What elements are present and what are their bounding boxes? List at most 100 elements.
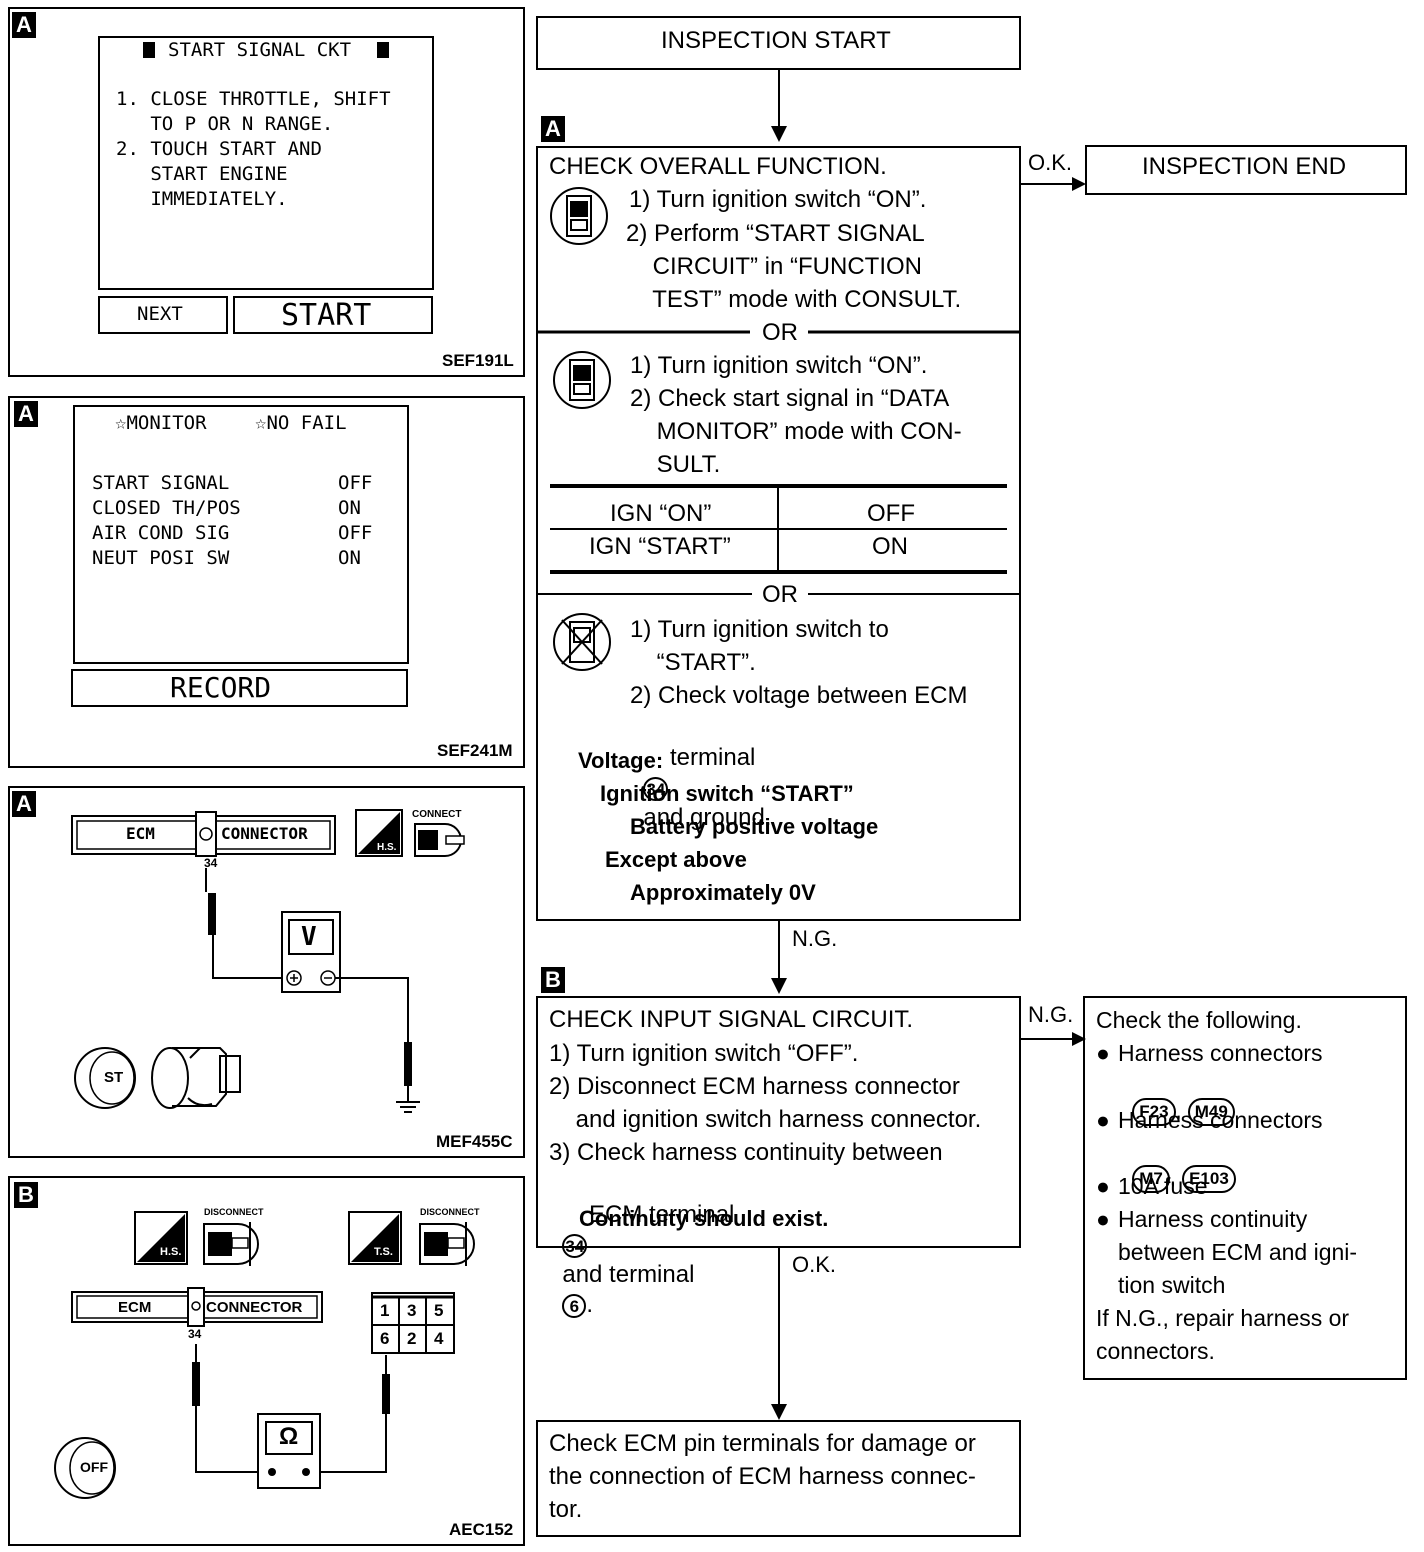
disconnect-label-b: DISCONNECT (420, 1207, 480, 1217)
start-button[interactable]: START (281, 298, 372, 333)
screen-title-block-left (143, 42, 155, 58)
ng-item-3: 10A fuse (1118, 1173, 1208, 1199)
table-r1-c1: IGN “ON” (610, 500, 712, 527)
final-l2: the connection of ECM harness connec- (549, 1463, 976, 1490)
check-a-opt3-l5: and ground. (643, 804, 772, 831)
inspection-start: INSPECTION START (661, 27, 891, 54)
pin-5: 5 (434, 1301, 444, 1320)
record-button[interactable]: RECORD (170, 671, 272, 704)
screen-line-2: TO P OR N RANGE. (116, 113, 334, 135)
terminal-34-circle-a: 34 (643, 776, 669, 801)
ok-label-bottom: O.K. (792, 1252, 837, 1277)
final-l3: tor. (549, 1496, 583, 1523)
pin-2: 2 (407, 1329, 417, 1348)
ng-conn-row-2: M7, E103 (1120, 1139, 1236, 1194)
starter-motor-sketch (151, 1047, 241, 1109)
inspection-end: INSPECTION END (1142, 153, 1347, 180)
panel-frame-1 (8, 7, 525, 377)
monitor-row-name-1: START SIGNAL (92, 472, 230, 494)
check-a-opt3-l2: “START”. (630, 649, 756, 676)
ng-footer-1: If N.G., repair harness or (1096, 1305, 1350, 1331)
ng-bullet-3: ● (1096, 1173, 1110, 1199)
consult-screen-1 (98, 36, 434, 290)
monitor-row-value-1: OFF (338, 472, 373, 494)
ng-item-2: Harness connectors (1118, 1107, 1323, 1133)
check-b-l5-row: ECM terminal 34 and terminal 6. (562, 1201, 735, 1318)
check-a-opt3-l4: terminal (643, 744, 756, 771)
ng-footer-2: connectors. (1096, 1338, 1215, 1364)
spec-ign-start: Ignition switch “START” (600, 781, 854, 806)
check-b-l6: and terminal (562, 1261, 695, 1288)
check-b-l5: ECM terminal (562, 1201, 735, 1228)
check-b-continuity: Continuity should exist. (579, 1206, 829, 1231)
next-button-frame (98, 296, 228, 334)
consult-screen-2 (73, 405, 409, 664)
connector-f23: F23 (1132, 1098, 1176, 1127)
check-a-opt1-l2: 2) Perform “START SIGNAL (626, 220, 925, 247)
or-label-1: OR (762, 319, 798, 346)
terminal-34-label-3: 34 (204, 856, 218, 870)
ng-bullet-2: ● (1096, 1107, 1110, 1133)
ts-label-4: T.S. (374, 1246, 393, 1258)
screen-line-4: START ENGINE (116, 163, 288, 185)
end-box (1085, 145, 1407, 195)
check-a-opt1-l3: CIRCUIT” in “FUNCTION (626, 253, 922, 280)
spec-except: Except above (605, 847, 747, 872)
connect-label: CONNECT (412, 809, 462, 820)
ng-item-4: Harness continuity (1118, 1206, 1308, 1232)
panel-label-1: A (12, 12, 36, 38)
screen-title: START SIGNAL CKT (168, 39, 352, 61)
connector-label-3: CONNECTOR (221, 824, 308, 843)
consult-icon-2 (553, 351, 611, 409)
pin-6: 6 (380, 1329, 390, 1348)
consult-icon-1 (550, 187, 608, 245)
monitor-row-value-4: ON (338, 547, 361, 569)
connector-m7: M7 (1132, 1165, 1170, 1194)
ng-label-right: N.G. (1028, 1002, 1074, 1027)
record-button-frame (71, 669, 408, 707)
next-button[interactable]: NEXT (137, 303, 183, 325)
panel-ref-2: SEF241M (437, 741, 513, 760)
ecm-label-3: ECM (126, 824, 155, 843)
panel-frame-2 (8, 396, 525, 768)
ignition-switch-off (54, 1437, 116, 1499)
panel-ref-4: AEC152 (449, 1520, 514, 1539)
start-button-frame (233, 296, 433, 334)
check-a-opt1-l4: TEST” mode with CONSULT. (626, 286, 962, 313)
ng-item-5: between ECM and igni- (1118, 1239, 1358, 1265)
monitor-header-right: ☆NO FAIL (255, 412, 347, 434)
check-b-l2: 2) Disconnect ECM harness connector (549, 1073, 960, 1100)
final-l1: Check ECM pin terminals for damage or (549, 1430, 976, 1457)
switch-connector-4 (371, 1292, 455, 1354)
check-b-l1: 1) Turn ignition switch “OFF”. (549, 1040, 859, 1067)
check-a-opt3-l1: 1) Turn ignition switch to (630, 616, 889, 643)
ng-conn-row-1: F23, M49 (1120, 1072, 1235, 1127)
panel-label-4: B (14, 1182, 38, 1208)
table-r1-c2: OFF (867, 500, 915, 527)
ng-box-title: Check the following. (1096, 1007, 1302, 1033)
check-a-opt3-l3: 2) Check voltage between ECM (630, 682, 968, 709)
check-a-title: CHECK OVERALL FUNCTION. (549, 153, 887, 180)
ohmmeter (257, 1413, 321, 1489)
check-b-l3: and ignition switch harness connector. (549, 1106, 982, 1133)
table-r2-c1: IGN “START” (589, 533, 731, 560)
switch-off-label: OFF (80, 1459, 108, 1475)
voltmeter-label: V (301, 922, 317, 952)
spec-voltage: Voltage: (578, 748, 664, 773)
terminal-6-circle: 6 (562, 1293, 587, 1318)
or-label-2: OR (762, 581, 798, 608)
no-consult-icon (553, 613, 611, 671)
panel-ref-3: MEF455C (436, 1132, 513, 1151)
ng-box (1083, 996, 1407, 1380)
hs-label-4: H.S. (160, 1246, 182, 1258)
check-a-opt2-l3: MONITOR” mode with CON- (630, 418, 962, 445)
ng-item-6: tion switch (1118, 1272, 1226, 1298)
monitor-row-value-3: OFF (338, 522, 373, 544)
check-a-opt1-l1: 1) Turn ignition switch “ON”. (629, 186, 927, 213)
monitor-row-name-2: CLOSED TH/POS (92, 497, 241, 519)
ng-bullet-4: ● (1096, 1206, 1110, 1232)
hs-label-3: H.S. (377, 842, 397, 853)
terminal-34-label-4: 34 (188, 1327, 202, 1341)
monitor-row-name-3: AIR COND SIG (92, 522, 230, 544)
check-a-opt3-l4-row: terminal 34 and ground. (630, 713, 771, 833)
